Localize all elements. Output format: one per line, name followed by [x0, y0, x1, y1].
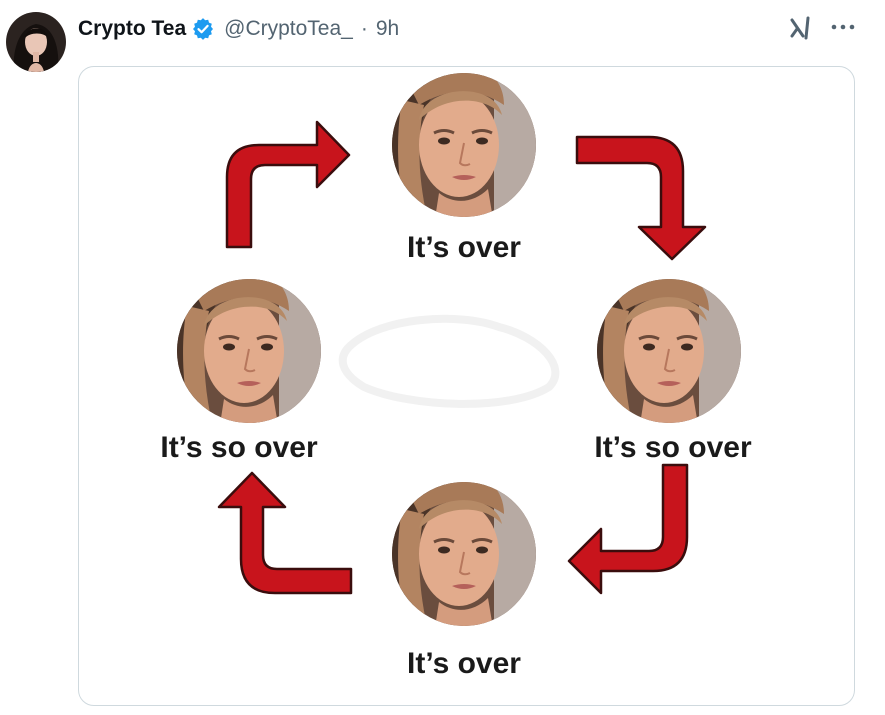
timestamp[interactable]: 9h	[375, 17, 400, 40]
tweet-header: Crypto Tea @CryptoTea_ · 9h	[78, 14, 399, 44]
label-top: It’s over	[407, 231, 521, 264]
face-top	[392, 73, 536, 217]
label-left: It’s so over	[160, 431, 318, 464]
verified-badge-icon	[192, 18, 214, 40]
grok-icon[interactable]	[786, 14, 816, 44]
tweet-media-image[interactable]: It’s over It’s so over It’s over It’s so…	[78, 66, 855, 706]
face-left	[177, 279, 321, 423]
arrow-bottom-right	[567, 463, 689, 595]
arrow-top-left	[225, 120, 351, 249]
avatar[interactable]	[6, 12, 66, 72]
more-options-icon[interactable]	[828, 12, 858, 42]
arrow-bottom-left	[217, 471, 353, 595]
handle[interactable]: @CryptoTea_	[224, 17, 353, 40]
label-bottom: It’s over	[407, 647, 521, 680]
face-right	[597, 279, 741, 423]
display-name[interactable]: Crypto Tea	[78, 17, 187, 40]
arrow-top-right	[575, 135, 707, 261]
face-bottom	[392, 482, 536, 626]
separator: ·	[360, 17, 368, 40]
meme-graphic	[177, 73, 741, 626]
label-right: It’s so over	[594, 431, 752, 464]
